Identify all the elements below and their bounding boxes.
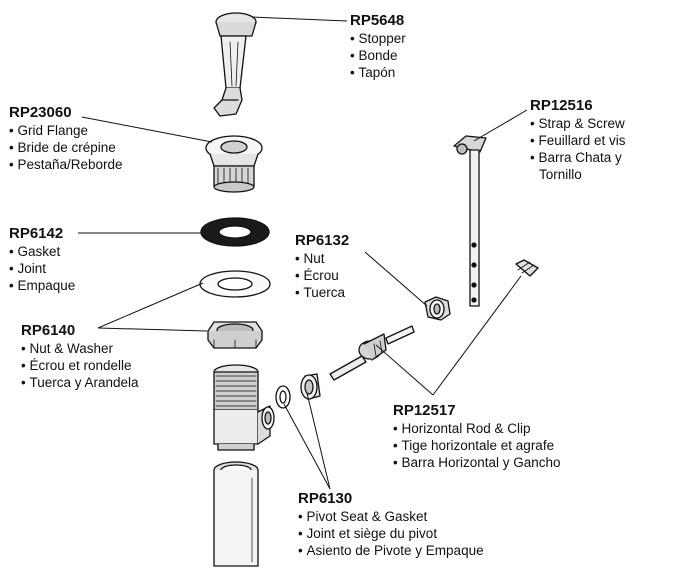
label-rod-clip: RP12517 Horizontal Rod & Clip Tige horiz… xyxy=(393,402,561,471)
tailpiece-tube-part xyxy=(213,461,259,567)
part-name-fr: Bonde xyxy=(350,47,406,64)
horizontal-rod-part xyxy=(329,325,415,381)
hex-nut-part xyxy=(207,321,263,349)
part-name-en: Gasket xyxy=(9,243,75,260)
part-name-es: Empaque xyxy=(9,277,75,294)
part-code: RP5648 xyxy=(350,12,405,29)
part-code: RP12516 xyxy=(530,97,593,114)
part-name-es: Pestaña/Reborde xyxy=(9,156,122,173)
part-name-fr: Joint xyxy=(9,260,75,277)
part-name-en: Strap & Screw xyxy=(530,115,670,132)
tailpiece-body-part xyxy=(213,364,275,451)
part-name-fr: Joint et siège du pivot xyxy=(298,525,484,542)
label-grid-flange: RP23060 Grid Flange Bride de crépine Pes… xyxy=(9,104,123,173)
part-name-fr: Écrou et rondelle xyxy=(21,357,139,374)
part-name-es: Barra Chata y Tornillo xyxy=(530,149,664,183)
part-code: RP12517 xyxy=(393,402,456,419)
label-stopper: RP5648 Stopper Bonde Tapón xyxy=(350,12,406,81)
part-name-fr: Écrou xyxy=(295,267,349,284)
label-gasket: RP6142 Gasket Joint Empaque xyxy=(9,225,75,294)
part-name-es: Tuerca y Arandela xyxy=(21,374,138,391)
leader-pivot-gasket xyxy=(283,403,331,490)
part-name-es: Barra Horizontal y Gancho xyxy=(393,454,560,471)
grid-flange-part xyxy=(205,135,263,193)
washer-part xyxy=(199,270,271,298)
part-name-fr: Feuillard et vis xyxy=(530,132,670,149)
part-name-es: Tapón xyxy=(350,64,406,81)
clip-part xyxy=(515,259,539,277)
part-code: RP6140 xyxy=(21,322,76,339)
leader-lines xyxy=(78,16,528,490)
label-pivot-seat: RP6130 Pivot Seat & Gasket Joint et sièg… xyxy=(298,490,484,559)
leader-rod xyxy=(375,344,434,396)
part-name-en: Stopper xyxy=(350,30,405,47)
leader-pivot-seat xyxy=(306,392,331,490)
part-name-en: Horizontal Rod & Clip xyxy=(393,420,561,437)
part-name-es: Asiento de Pivote y Empaque xyxy=(298,542,483,559)
stopper-part xyxy=(213,12,257,117)
gasket-part xyxy=(200,217,270,247)
part-name-es: Tuerca xyxy=(295,284,349,301)
part-code: RP6132 xyxy=(295,232,350,249)
label-nut: RP6132 Nut Écrou Tuerca xyxy=(295,232,349,301)
leader-washer xyxy=(97,282,204,329)
leader-pivot-nut xyxy=(364,251,428,307)
part-name-en: Grid Flange xyxy=(9,122,123,139)
part-name-en: Nut & Washer xyxy=(21,340,139,357)
part-code: RP6130 xyxy=(298,490,353,507)
part-name-fr: Tige horizontale et agrafe xyxy=(393,437,561,454)
label-strap-screw: RP12516 Strap & Screw Feuillard et vis B… xyxy=(530,97,670,183)
part-name-en: Pivot Seat & Gasket xyxy=(298,508,484,525)
pivot-nut-part xyxy=(424,296,451,321)
pivot-seat-part xyxy=(275,373,321,409)
leader-strap xyxy=(473,109,528,142)
strap-part xyxy=(453,135,487,307)
leader-hex-nut xyxy=(97,327,208,332)
leader-stopper xyxy=(251,16,348,22)
leader-clip xyxy=(432,275,522,396)
part-code: RP23060 xyxy=(9,104,72,121)
label-nut-washer: RP6140 Nut & Washer Écrou et rondelle Tu… xyxy=(21,322,139,391)
part-name-fr: Bride de crépine xyxy=(9,139,123,156)
part-code: RP6142 xyxy=(9,225,64,242)
part-name-en: Nut xyxy=(295,250,349,267)
